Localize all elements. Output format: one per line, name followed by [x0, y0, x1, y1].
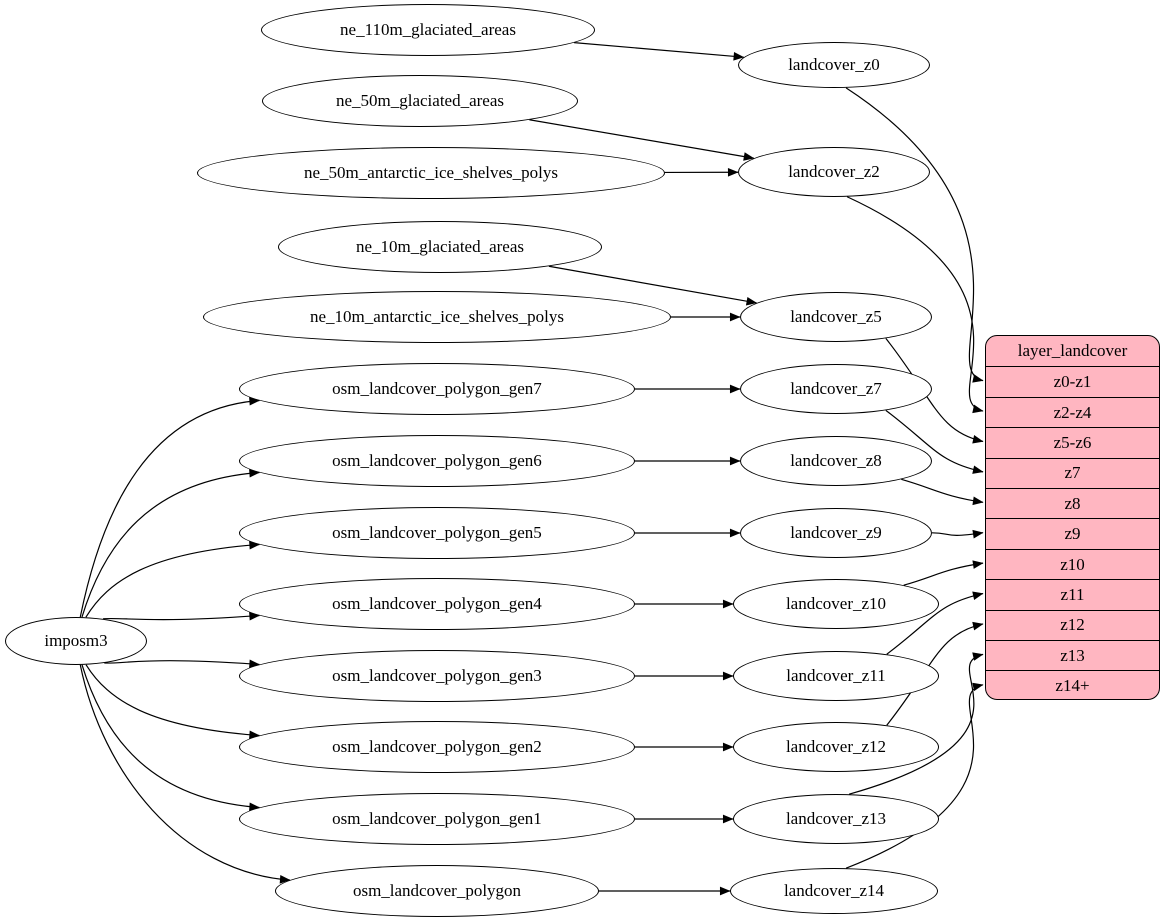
table-row-z0-z1: z0-z1 [986, 366, 1159, 396]
edge-landcover_z14-to-layer_landcover-z14+ [845, 682, 984, 869]
edge-landcover_z12-to-layer_landcover-z12 [886, 621, 984, 726]
table-row-z7: z7 [986, 457, 1159, 488]
table-row-z14+: z14+ [986, 670, 1159, 699]
table-row-z9: z9 [986, 518, 1159, 548]
table-header-layer_landcover: layer_landcover [1017, 341, 1128, 361]
edge-imposm3-to-osm_landcover_polygon_gen5 [85, 540, 260, 618]
edge-imposm3-to-osm_landcover_polygon_gen7 [79, 396, 260, 618]
edge-imposm3-to-osm_landcover_polygon_gen4 [102, 611, 260, 621]
edge-landcover_z7-to-layer_landcover-z7 [885, 409, 984, 474]
table-row-z8: z8 [986, 488, 1159, 518]
edge-landcover_z10-to-layer_landcover-z10 [903, 560, 984, 586]
edge-imposm3-to-osm_landcover_polygon_gen1 [81, 664, 260, 812]
edge-landcover_z0-to-layer_landcover-z0-z1 [845, 87, 984, 383]
edge-landcover_z13-to-layer_landcover-z13 [848, 652, 984, 795]
table-row-z5-z6: z5-z6 [986, 427, 1159, 457]
table-row-z2-z4: z2-z4 [986, 396, 1159, 427]
table-row-z10: z10 [986, 548, 1159, 579]
edge-ne_110m_glaciated_areas-to-landcover_z0 [574, 41, 745, 61]
edge-imposm3-to-osm_landcover_polygon [79, 664, 291, 884]
edge-imposm3-to-osm_landcover_polygon_gen2 [85, 664, 260, 740]
table-row-z12: z12 [986, 609, 1159, 640]
edge-landcover_z8-to-layer_landcover-z8 [901, 478, 984, 506]
edge-landcover_z11-to-layer_landcover-z11 [886, 591, 984, 655]
edge-landcover_z2-to-layer_landcover-z2-z4 [846, 196, 984, 414]
edge-landcover_z9-to-layer_landcover-z9 [931, 529, 984, 539]
table-row-z13: z13 [986, 640, 1159, 670]
table-row-z11: z11 [986, 579, 1159, 609]
edge-imposm3-to-osm_landcover_polygon_gen6 [81, 468, 260, 618]
edge-ne_50m_glaciated_areas-to-landcover_z2 [529, 119, 755, 161]
edge-landcover_z5-to-layer_landcover-z5-z6 [885, 337, 984, 444]
edge-ne_10m_glaciated_areas-to-landcover_z5 [548, 265, 758, 306]
edge-imposm3-to-osm_landcover_polygon_gen3 [104, 659, 260, 669]
